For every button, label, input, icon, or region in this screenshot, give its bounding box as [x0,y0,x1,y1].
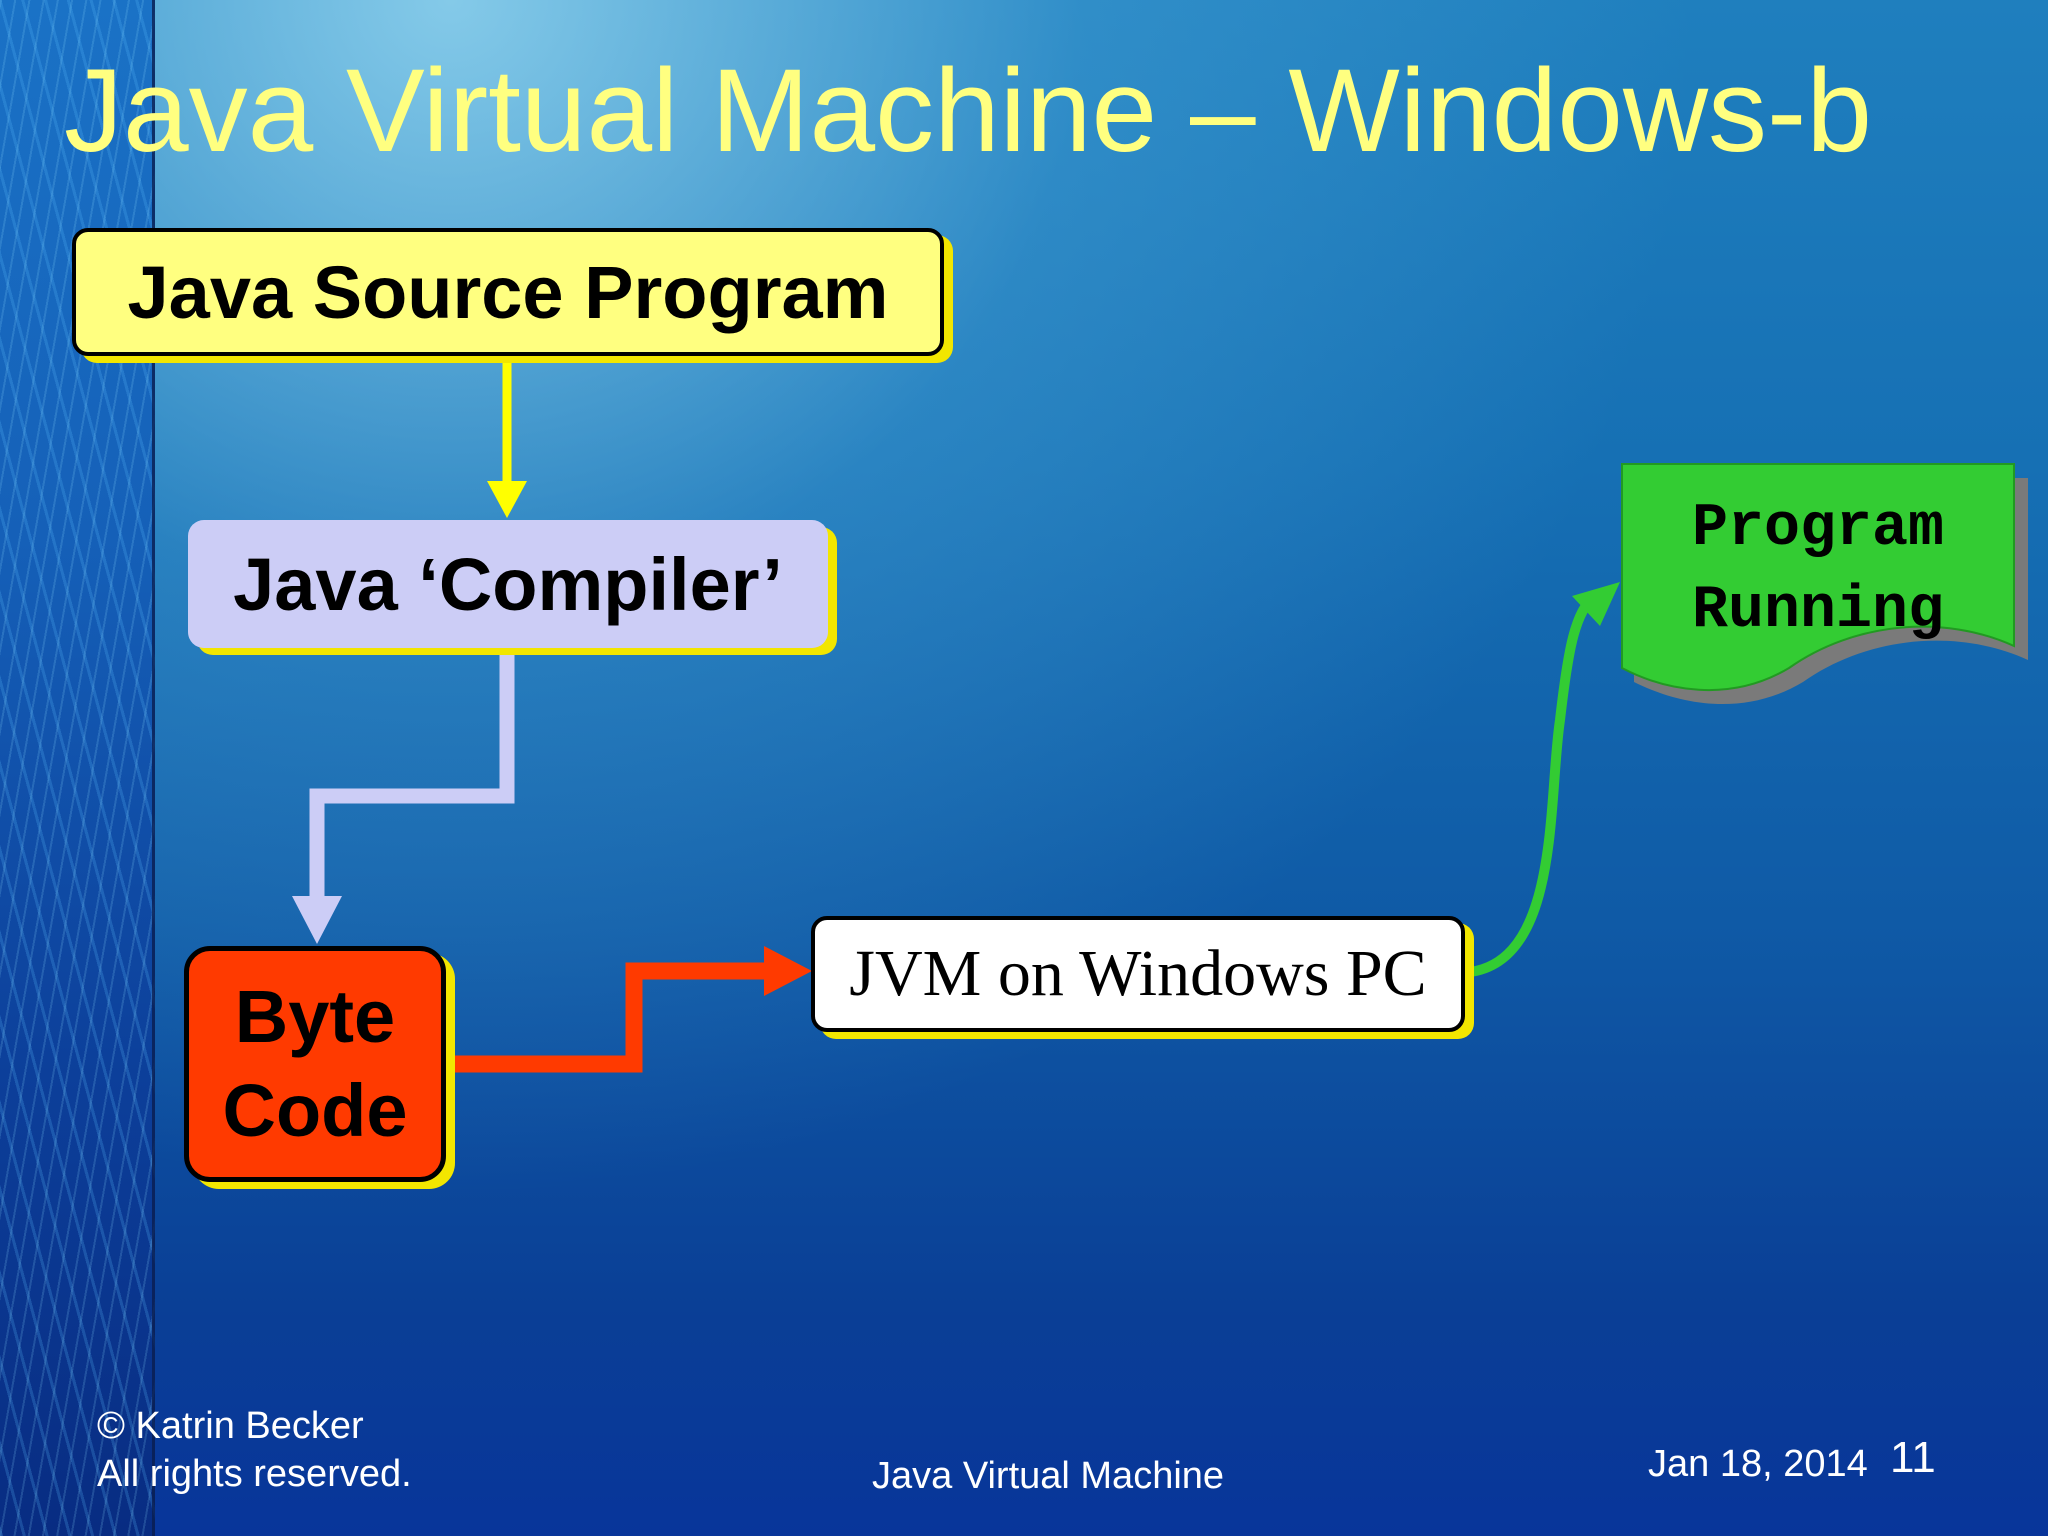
page-number: 11 [1890,1433,1936,1482]
arrow-source-to-compiler [487,356,527,518]
arrow-compiler-to-bytecode [292,648,515,944]
byte-code-line-2: Code [222,1069,408,1152]
jvm-on-windows-box: JVM on Windows PC [811,916,1465,1032]
java-source-program-label: Java Source Program [127,250,889,334]
slide-title: Java Virtual Machine – Windows-b [64,45,1872,177]
jvm-on-windows-label: JVM on Windows PC [849,937,1427,1010]
java-compiler-label: Java ‘Compiler’ [233,542,783,626]
copyright-line-1: © Katrin Becker [97,1405,364,1447]
footer-date: Jan 18, 2014 [1648,1443,1868,1485]
java-source-program-box: Java Source Program [72,228,944,356]
copyright-line-2: All rights reserved. [97,1453,412,1495]
program-running-document [1621,463,2028,705]
program-running-line-2: Running [1691,577,1945,645]
copyright-notice: © Katrin Becker All rights reserved. [97,1402,412,1498]
arrow-bytecode-to-jvm [446,946,812,1073]
byte-code-line-1: Byte [234,975,396,1058]
byte-code-box: Byte Code [184,946,446,1182]
program-running-label: Program Running [1618,488,2018,652]
footer-title: Java Virtual Machine [872,1455,1225,1497]
arrow-jvm-to-program [1465,582,1620,977]
java-compiler-box: Java ‘Compiler’ [188,520,828,648]
program-running-line-1: Program [1691,495,1945,563]
